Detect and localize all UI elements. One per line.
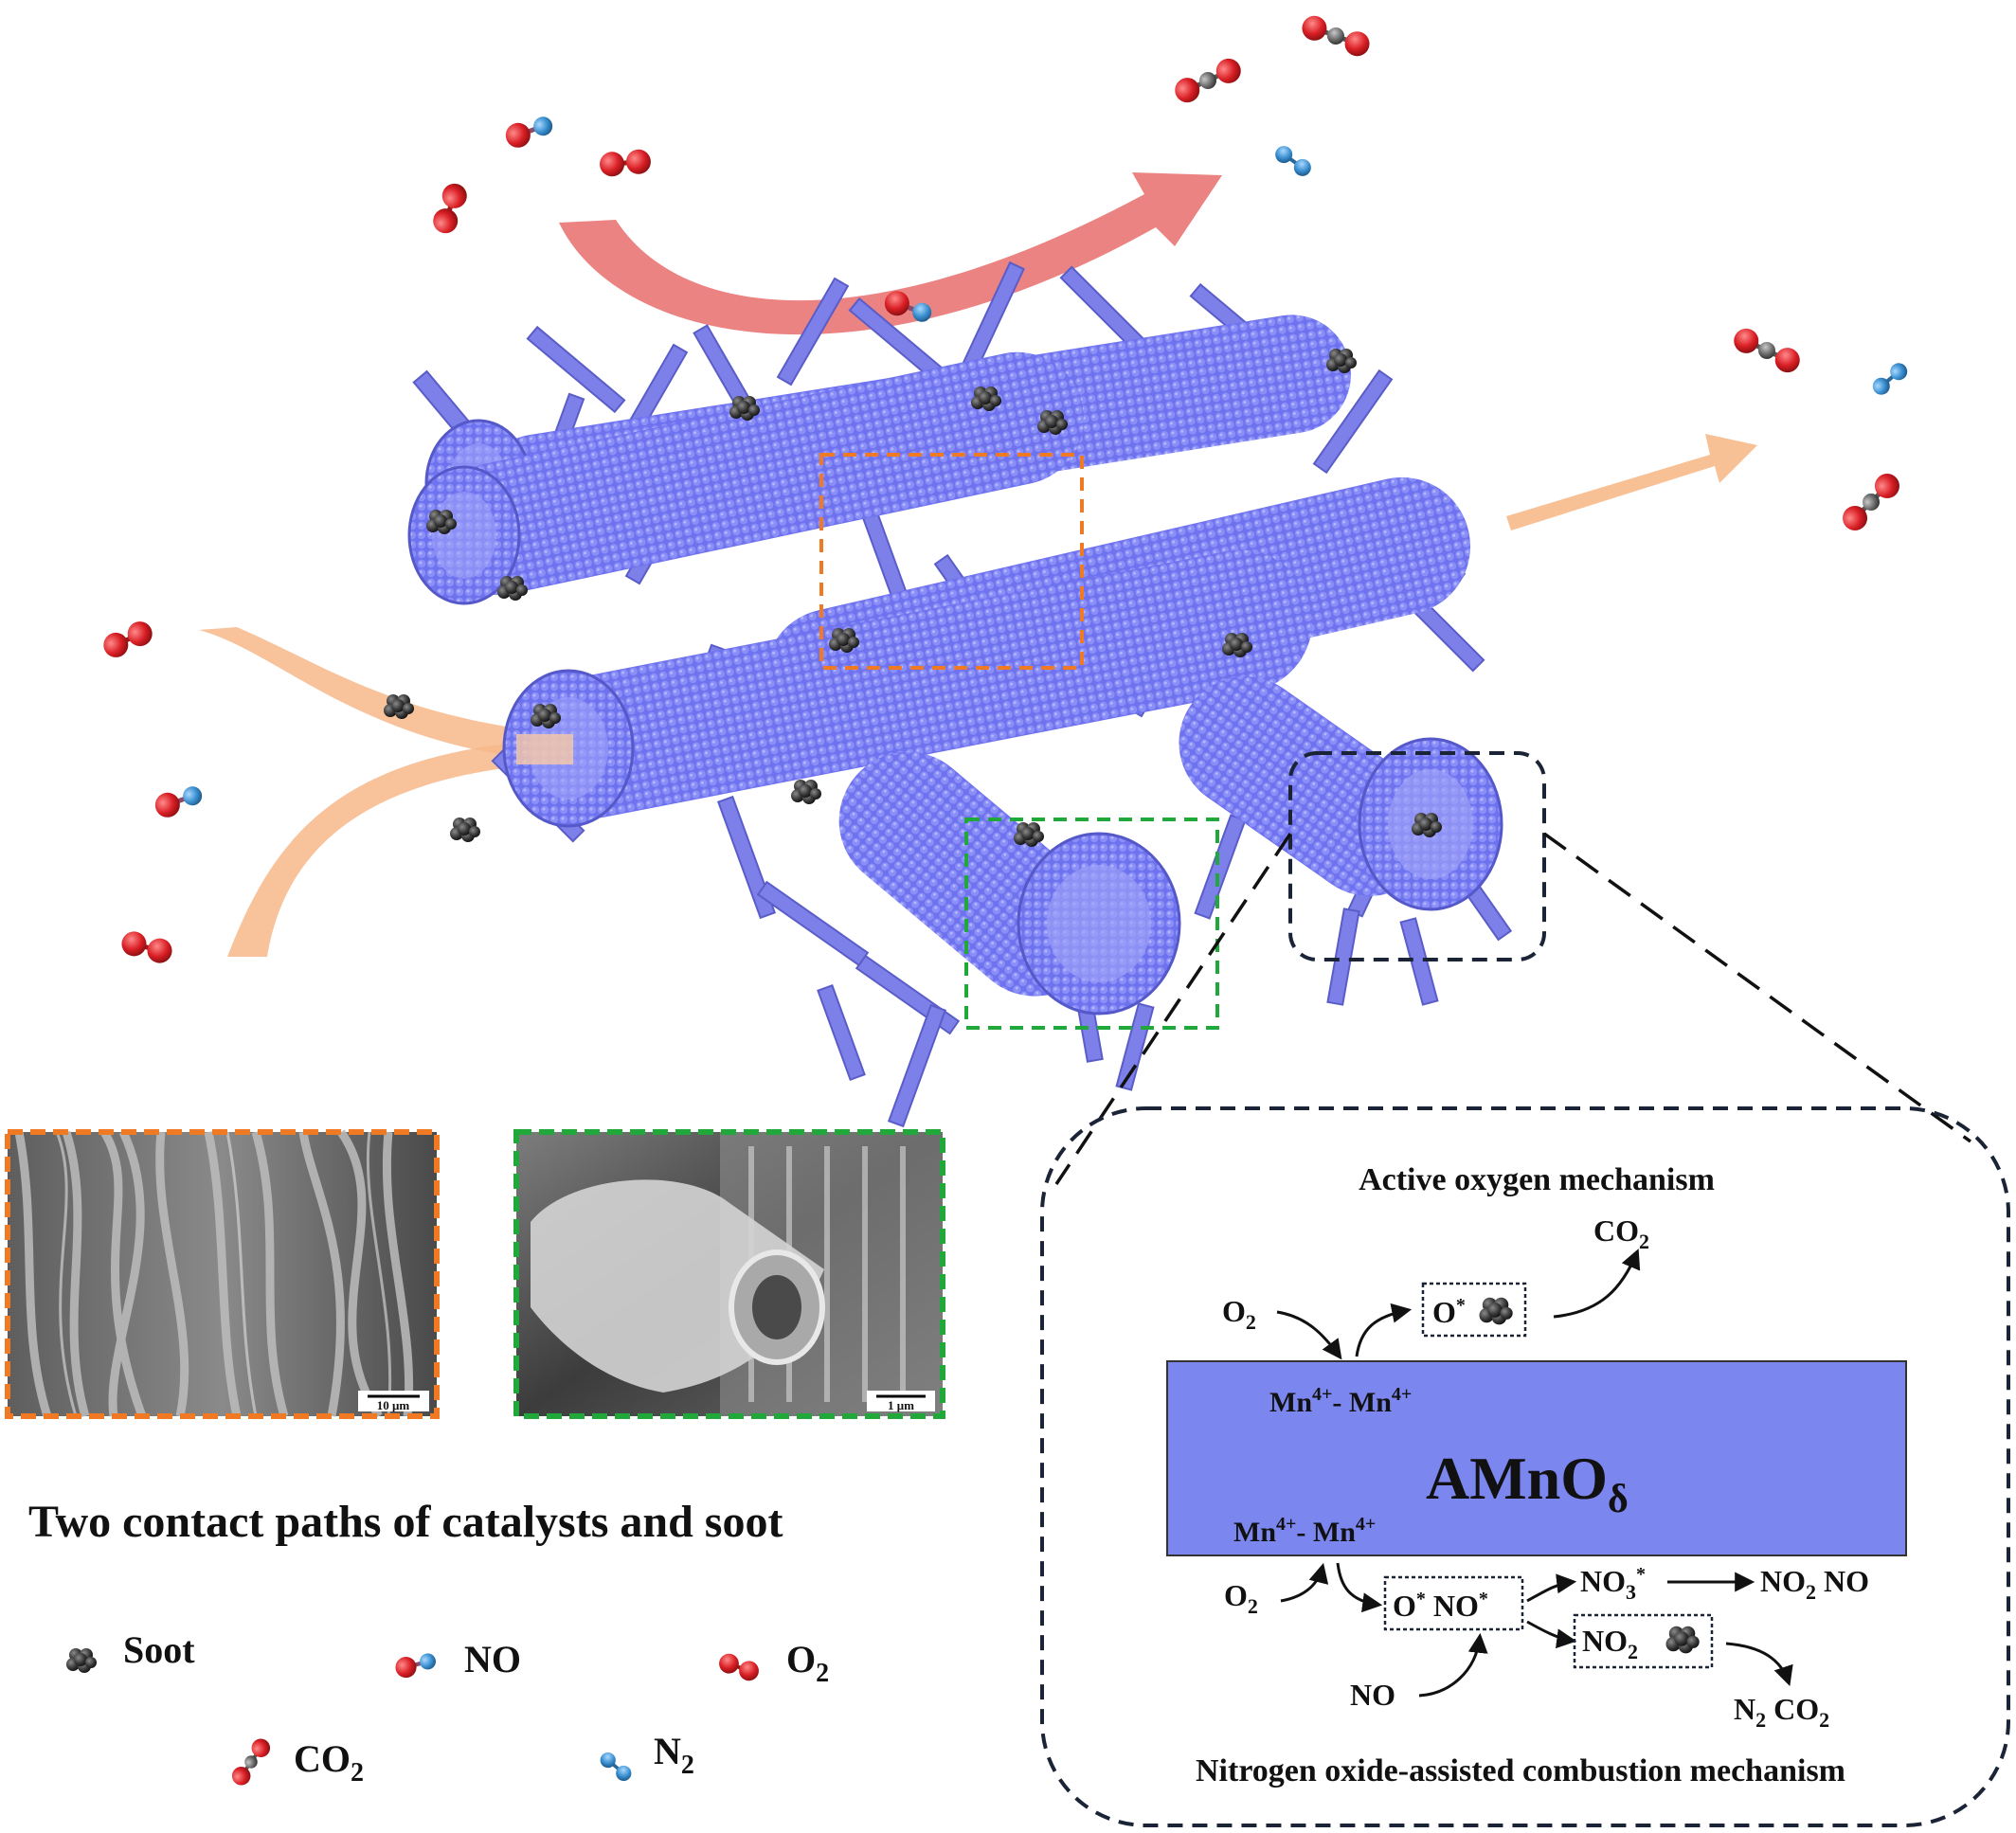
co2-molecule xyxy=(1838,469,1905,536)
soot-icon xyxy=(1479,1297,1513,1325)
o2-molecule xyxy=(430,180,471,237)
o-star-top: O* xyxy=(1432,1295,1466,1329)
sem-scale-1um: 1 μm xyxy=(888,1398,914,1412)
o-star-soot-box xyxy=(1421,1282,1527,1338)
mechanism-frame xyxy=(1040,1106,2010,1827)
outflow-arrow-right xyxy=(1506,434,1757,530)
catalyst-block xyxy=(1166,1360,1907,1556)
o2-molecule xyxy=(599,149,652,178)
o2-molecule xyxy=(99,618,156,661)
co2-molecule xyxy=(1171,55,1245,107)
no2-soot-box xyxy=(1573,1613,1714,1669)
active-oxygen-title: Active oxygen mechanism xyxy=(1359,1162,1715,1197)
co2-out-top: CO2 xyxy=(1593,1213,1649,1253)
sem-orange-frame xyxy=(5,1129,440,1419)
fiber-front-angled xyxy=(838,751,1181,1015)
soot-particle xyxy=(450,818,480,842)
legend-no-label: NO xyxy=(464,1638,521,1680)
orange-highlight-box xyxy=(819,453,1084,670)
n2-molecule xyxy=(1269,140,1317,182)
n2-co2-products: N2 CO2 xyxy=(1734,1692,1829,1732)
nox-mechanism-title: Nitrogen oxide-assisted combustion mecha… xyxy=(1196,1753,1845,1788)
legend-co2-label: CO2 xyxy=(294,1737,364,1788)
mn-pair-top: Mn4+- Mn4+ xyxy=(1269,1384,1412,1418)
soot-icon xyxy=(1665,1626,1700,1654)
figure-caption: Two contact paths of catalysts and soot xyxy=(28,1497,783,1547)
o-star-no-star-box xyxy=(1383,1575,1524,1631)
fiber-upper-left xyxy=(407,351,1084,605)
soot-particle xyxy=(791,780,821,804)
navy-highlight-box xyxy=(1288,751,1546,961)
o-star-no-star: O* NO* xyxy=(1393,1589,1488,1623)
zoom-line-left xyxy=(1054,833,1292,1185)
legend-soot-icon xyxy=(66,1648,97,1673)
mn-pair-bottom: Mn4+- Mn4+ xyxy=(1233,1514,1376,1548)
outgoing-molecules xyxy=(1171,12,1913,536)
legend-o2-icon xyxy=(716,1651,762,1683)
inflow-arrow-upper xyxy=(199,627,568,763)
no3-star: NO3* xyxy=(1580,1564,1646,1604)
legend: Soot NO O2 CO2 N2 xyxy=(66,1628,829,1791)
o2-molecule xyxy=(119,928,175,965)
legend-n2-icon xyxy=(595,1747,637,1787)
catalyst-label: AMnOδ xyxy=(1426,1445,1629,1521)
no-molecule xyxy=(502,112,556,152)
o2-in-top: O2 xyxy=(1222,1294,1256,1334)
co2-molecule xyxy=(1730,325,1804,377)
sem-image-orange: 10 μm xyxy=(5,1129,440,1419)
green-highlight-box xyxy=(964,818,1219,1030)
legend-soot-label: Soot xyxy=(123,1628,195,1671)
top-flow-arrow xyxy=(559,172,1222,335)
legend-n2-label: N2 xyxy=(654,1730,694,1780)
fiber-back-angled xyxy=(1179,676,1503,911)
soot-particle xyxy=(497,576,528,601)
no2-box-label: NO2 xyxy=(1582,1624,1638,1663)
legend-o2-label: O2 xyxy=(786,1638,829,1688)
no-molecule xyxy=(152,782,206,821)
o2-in-bottom: O2 xyxy=(1224,1578,1258,1618)
no2-no-products: NO2 NO xyxy=(1760,1564,1869,1604)
n2-molecule xyxy=(1867,357,1913,401)
soot-particle xyxy=(1326,349,1357,373)
sem-image-green: 1 μm xyxy=(513,1129,945,1419)
sem-green-frame xyxy=(513,1129,945,1419)
sem-scale-10um: 10 μm xyxy=(377,1398,410,1412)
legend-co2-icon xyxy=(226,1733,276,1791)
no-in-bottom: NO xyxy=(1350,1678,1395,1712)
zoom-line-right xyxy=(1542,832,1972,1143)
inflow-mouth xyxy=(516,734,573,764)
co2-molecule xyxy=(1299,12,1373,60)
mechanism-panel: Active oxygen mechanism O2 O* CO2 Mn4+- … xyxy=(1040,1106,2010,1827)
legend-no-icon xyxy=(393,1649,439,1680)
